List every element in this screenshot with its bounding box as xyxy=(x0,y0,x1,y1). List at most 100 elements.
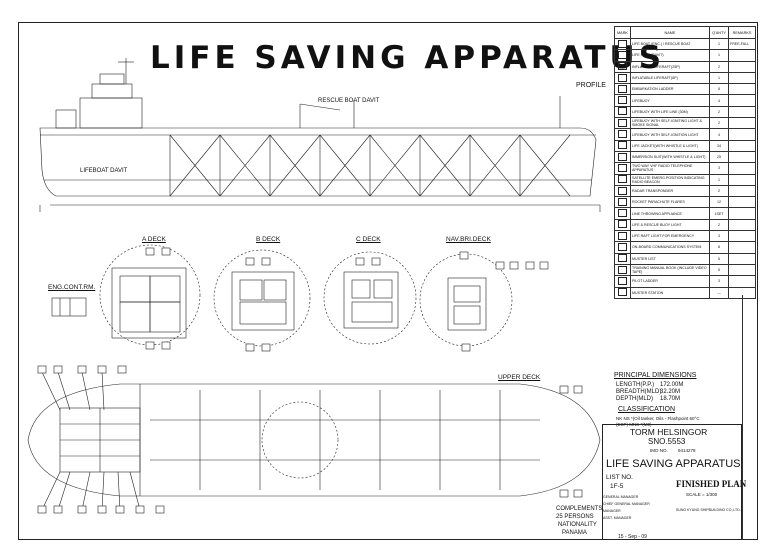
imo-label: IMO NO. xyxy=(650,448,668,453)
legend-row: LIFE RAFT (DAVIT)1 xyxy=(614,49,756,62)
legend-item-remarks xyxy=(728,117,756,130)
legend-item-qty: 2 xyxy=(709,105,729,119)
legend-item-remarks xyxy=(728,60,756,73)
nav-bri-deck-plan xyxy=(447,277,487,331)
drawing-date: 15 - Sep - 09 xyxy=(618,534,647,540)
legend-symbol-icon xyxy=(614,184,631,198)
complements-label: COMPLEMENTS xyxy=(556,506,603,512)
legend-symbol-icon xyxy=(614,150,631,164)
legend-item-remarks xyxy=(728,275,756,288)
lsa-symbol-icon xyxy=(618,84,627,93)
drawing-title: LIFE SAVING APPARATUS xyxy=(606,458,741,470)
breadth-label: BREADTH(MLD) xyxy=(616,389,662,395)
legend-item-qty: 2 xyxy=(709,218,729,232)
legend-row: LIFE JACKET(WITH WHISTLE & LIGHT)34 xyxy=(614,139,756,152)
classification-heading: CLASSIFICATION xyxy=(618,406,676,413)
b-deck-label: B DECK xyxy=(256,236,281,243)
legend-item-name: INFLATABLE LIFERAFT(25P) xyxy=(630,60,710,73)
length-value: 172.00M xyxy=(660,382,684,388)
legend-item-qty: 2 xyxy=(709,60,729,73)
lsa-symbol-icon xyxy=(618,220,627,229)
lsa-symbol-icon xyxy=(618,50,627,59)
legend-symbol-icon xyxy=(614,286,631,299)
legend-header-remarks: REMARKS xyxy=(728,26,756,39)
scale: SCALE = 1/300 xyxy=(686,492,718,497)
legend-item-qty: 4 xyxy=(709,94,729,107)
legend-item-name: INFLATABLE LIFERAFT(6P) xyxy=(630,71,710,85)
ship-name: TORM HELSINGOR xyxy=(630,427,708,437)
legend-row: MUSTER STATION— xyxy=(614,286,756,299)
legend-item-name: LIFEBUOY WITH LIFE LINE (30M) xyxy=(630,105,710,119)
legend-item-remarks xyxy=(728,218,756,232)
legend-item-remarks xyxy=(728,162,756,175)
legend-item-name: PILOT LADDER xyxy=(630,275,710,288)
legend-item-name: LIFE BOAT (ENC.) / RESCUE BOAT xyxy=(630,37,710,51)
lsa-symbol-icon xyxy=(618,163,627,172)
legend-item-remarks xyxy=(728,71,756,85)
profile-hull xyxy=(39,127,597,197)
breadth-value: 32.20M xyxy=(660,389,681,395)
legend-item-qty: 5 xyxy=(709,83,729,96)
legend-symbol-icon xyxy=(614,230,631,243)
lsa-symbol-icon xyxy=(618,39,627,48)
legend-item-qty: 2 xyxy=(709,184,729,198)
legend-symbol-icon xyxy=(614,71,631,85)
legend-item-qty: 1 xyxy=(709,49,729,62)
lsa-symbol-icon xyxy=(618,175,627,184)
lsa-symbol-icon xyxy=(618,130,627,139)
legend-item-name: RADAR TRANSPONDER xyxy=(630,184,710,198)
lifeboat-davit-label: LIFEBOAT DAVIT xyxy=(80,168,128,174)
legend-item-remarks xyxy=(728,230,756,243)
legend-row: INFLATABLE LIFERAFT(25P)2 xyxy=(614,60,756,73)
eng-cont-rm-plan xyxy=(51,297,87,317)
legend-item-qty: 3 xyxy=(709,162,729,175)
legend-item-qty: 25 xyxy=(709,150,729,164)
legend-item-qty: 1 xyxy=(709,71,729,85)
legend-symbol-icon xyxy=(614,263,631,277)
legend-item-qty: 3 xyxy=(709,230,729,243)
length-label: LENGTH(P.P.) xyxy=(616,382,655,388)
legend-item-name: IMMERSION SUIT(WITH WHISTLE & LIGHT) xyxy=(630,150,710,164)
profile-cargo-frames xyxy=(169,134,571,197)
company-name: SUNG KYUNG SHIPBUILDING CO.,LTD. xyxy=(676,508,741,512)
legend-row: SATELLITE EMERG.POSITION INDICATING RADI… xyxy=(614,173,756,186)
legend-item-name: TRAINING MANUAL BOOK (INCLUDE VIDEO TAPE… xyxy=(630,263,710,277)
title-block xyxy=(602,424,742,540)
ship-number: SNO.5553 xyxy=(648,437,686,446)
legend-item-remarks: FREE-FALL xyxy=(728,37,756,51)
legend-item-qty: 1 xyxy=(709,173,729,186)
legend-symbol-icon xyxy=(614,241,631,254)
list-no: 1F-5 xyxy=(610,483,624,490)
legend-item-name: LIFEBUOY WITH SELF-IGNITION LIGHT xyxy=(630,128,710,141)
legend-item-name: TWO WAY VHF RADIO TELEPHONE APPARATUS xyxy=(630,162,710,175)
legend-symbol-icon xyxy=(614,218,631,232)
legend-item-qty: 1 xyxy=(709,37,729,51)
upper-deck-plan xyxy=(27,383,601,497)
legend-symbol-icon xyxy=(614,275,631,288)
legend-item-name: ON-BOARD COMMUNICATIONS SYSTEM xyxy=(630,241,710,254)
legend-item-name: LIFEBUOY xyxy=(630,94,710,107)
legend-symbol-icon xyxy=(614,252,631,265)
revision-strip xyxy=(742,295,759,540)
legend-item-name: ROCKET PARACHUTE FLARES xyxy=(630,196,710,209)
lsa-symbol-icon xyxy=(618,209,627,218)
lsa-symbol-icon xyxy=(618,254,627,263)
legend-item-qty: 1SET xyxy=(709,207,729,220)
a-deck-label: A DECK xyxy=(142,236,166,243)
legend-item-qty: 8 xyxy=(709,241,729,254)
legend-item-qty: 4 xyxy=(709,128,729,141)
legend-symbol-icon xyxy=(614,207,631,220)
legend-symbol-icon xyxy=(614,162,631,175)
legend-item-qty: 34 xyxy=(709,139,729,152)
legend-item-name: LIFE RAFT (DAVIT) xyxy=(630,49,710,62)
list-no-label: LIST NO. xyxy=(606,474,633,481)
legend-item-remarks xyxy=(728,173,756,186)
